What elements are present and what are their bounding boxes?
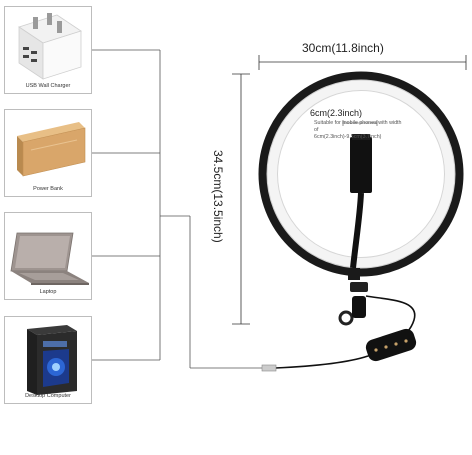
tripod-adapter xyxy=(352,296,366,318)
usb-wall-charger-label: USB Wall Charger xyxy=(25,83,71,89)
power-bank-icon xyxy=(17,122,86,177)
power-bank-panel: Power Bank xyxy=(4,109,92,197)
phone-holder xyxy=(350,137,372,193)
phone-note-line2: 6cm(2.3inch)-9.5cm(3.7inch) xyxy=(314,134,382,140)
ring-outer xyxy=(258,71,464,277)
desktop-computer-icon xyxy=(27,325,77,395)
mount-clamp xyxy=(350,282,368,292)
inline-controller xyxy=(365,328,417,362)
usb-cable xyxy=(274,355,369,369)
laptop-label: Laptop xyxy=(39,289,57,295)
laptop-panel: Laptop xyxy=(4,212,92,300)
desktop-computer-panel: Desktop Computer xyxy=(4,316,92,404)
usb-plug xyxy=(261,364,277,372)
phone-compatibility-note: Suitable for mobile phones with width of… xyxy=(314,120,406,141)
usb-wall-charger-icon xyxy=(18,13,82,80)
phone-width-label: 6cm(2.3inch) xyxy=(310,108,363,118)
phone-note-line1: Suitable for mobile phones with width of xyxy=(314,120,402,133)
height-dimension-label: 34.5cm(13.5inch) xyxy=(211,150,225,243)
width-dimension-label: 30cm(11.8inch) xyxy=(302,41,384,55)
desktop-computer-label: Desktop Computer xyxy=(25,393,71,399)
laptop-icon xyxy=(10,232,89,285)
power-bank-label: Power Bank xyxy=(33,186,63,192)
phone-width-dimension xyxy=(342,120,378,126)
gooseneck xyxy=(350,192,364,269)
usb-wall-charger-panel: USB Wall Charger xyxy=(4,6,92,94)
ring-lamp xyxy=(267,80,455,268)
ring-inner-edge xyxy=(277,90,445,258)
